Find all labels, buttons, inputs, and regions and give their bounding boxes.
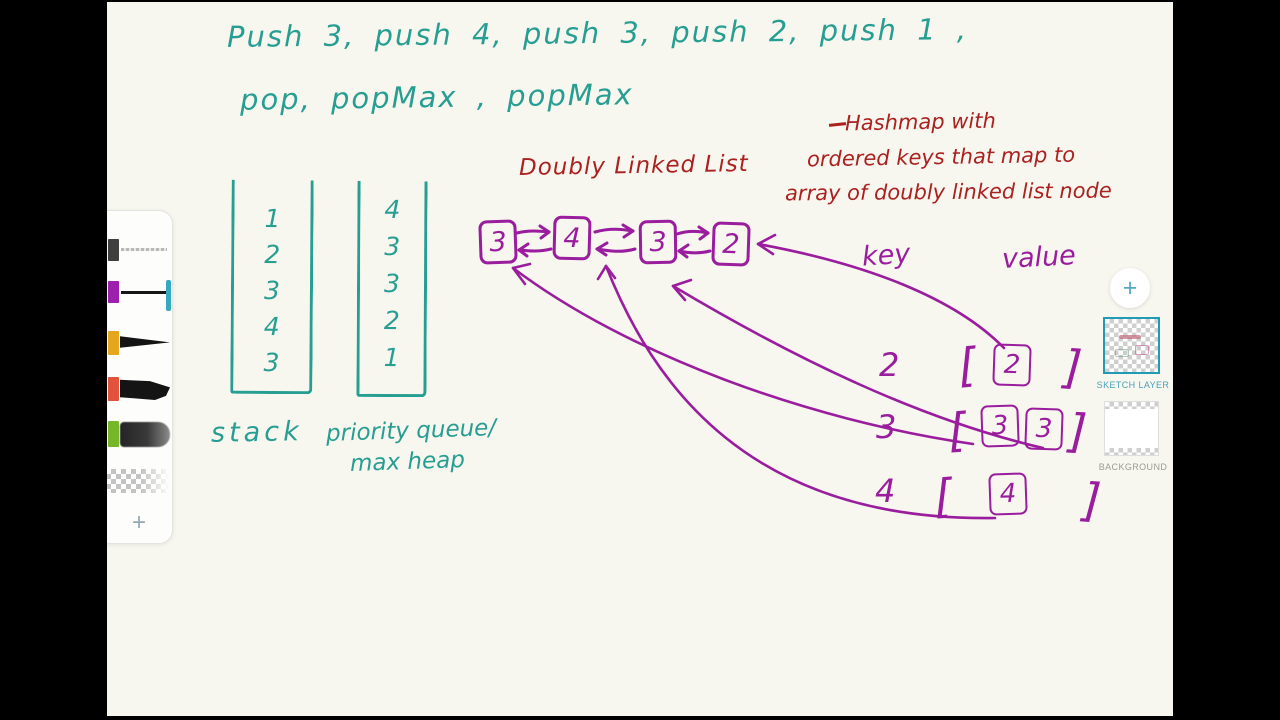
hashmap-value-label: value bbox=[1001, 240, 1077, 275]
eraser-stroke-preview bbox=[107, 469, 170, 493]
pq-value: 3 bbox=[383, 268, 401, 299]
double-arrow-icon bbox=[515, 224, 553, 258]
close-bracket: ] bbox=[1067, 403, 1089, 459]
open-bracket: [ bbox=[946, 402, 968, 458]
hashmap-note-2: ordered keys that map to bbox=[806, 142, 1076, 172]
dll-node: 2 bbox=[711, 221, 751, 267]
pen-color-chip bbox=[108, 331, 119, 355]
dll-node: 3 bbox=[478, 219, 518, 265]
dll-title: Doubly Linked List bbox=[518, 150, 749, 182]
fineliner-stroke-preview bbox=[121, 291, 168, 294]
dll-node: 4 bbox=[552, 215, 592, 261]
selected-tool-indicator bbox=[166, 280, 171, 311]
double-arrow-icon bbox=[675, 225, 712, 259]
open-bracket: [ bbox=[955, 337, 979, 393]
thumb-checker-strip bbox=[1105, 448, 1158, 455]
drawing-canvas[interactable]: Push 3, push 4, push 3, push 2, push 1 ,… bbox=[107, 2, 1173, 716]
priority-queue-drawing: 4 3 3 2 1 bbox=[356, 180, 428, 398]
pq-value: 4 bbox=[384, 194, 401, 225]
tool-palette: + bbox=[107, 210, 173, 544]
stack-drawing: 1 2 3 4 3 bbox=[230, 179, 314, 395]
hashmap-value-box: 3 bbox=[980, 404, 1020, 448]
add-layer-button[interactable]: + bbox=[1110, 268, 1150, 308]
close-bracket: ] bbox=[1062, 339, 1084, 395]
fineliner-color-chip bbox=[108, 281, 119, 303]
pq-value: 1 bbox=[383, 342, 400, 373]
hashmap-key-label: key bbox=[860, 238, 912, 273]
priority-queue-label-2: max heap bbox=[349, 447, 466, 477]
pencil-stroke-preview bbox=[121, 248, 167, 251]
layer-thumbnail-background[interactable] bbox=[1104, 401, 1159, 456]
pq-value: 2 bbox=[383, 305, 400, 336]
thumb-sketch-mark bbox=[1115, 349, 1129, 357]
double-arrow-icon bbox=[593, 223, 637, 257]
thumb-sketch-mark bbox=[1119, 335, 1141, 339]
hashmap-key: 3 bbox=[876, 408, 897, 446]
marker-stroke-preview bbox=[120, 379, 170, 400]
pq-value: 3 bbox=[384, 231, 401, 262]
close-bracket: ] bbox=[1081, 472, 1103, 528]
stack-value: 3 bbox=[263, 275, 281, 306]
note-push-sequence: Push 3, push 4, push 3, push 2, push 1 , bbox=[226, 12, 969, 54]
stack-label: stack bbox=[210, 416, 303, 449]
marker-color-chip bbox=[108, 377, 119, 401]
note-pop-sequence: pop, popMax , popMax bbox=[239, 77, 634, 117]
brush-stroke-preview bbox=[120, 422, 170, 447]
open-bracket: [ bbox=[932, 468, 954, 524]
stack-value: 1 bbox=[264, 203, 281, 234]
thumb-checker-strip bbox=[1105, 402, 1158, 409]
layer-thumbnail-sketch[interactable] bbox=[1103, 317, 1160, 374]
stack-value: 2 bbox=[264, 239, 281, 270]
thumb-sketch-mark bbox=[1135, 345, 1149, 355]
hashmap-note-1: Hashmap with bbox=[844, 108, 996, 136]
brush-color-chip bbox=[108, 421, 119, 447]
dash-mark bbox=[828, 122, 847, 127]
dll-node: 3 bbox=[638, 219, 678, 265]
hashmap-note-3: array of doubly linked list node bbox=[784, 178, 1112, 206]
hashmap-value-box: 3 bbox=[1024, 407, 1064, 451]
hashmap-value-box: 4 bbox=[988, 472, 1028, 516]
plus-icon: + bbox=[1122, 273, 1138, 302]
stack-value: 4 bbox=[263, 311, 280, 342]
pen-stroke-preview bbox=[120, 336, 170, 348]
layer-label-sketch: SKETCH LAYER bbox=[1096, 380, 1170, 390]
pencil-color-chip bbox=[108, 239, 119, 261]
priority-queue-label-1: priority queue/ bbox=[325, 415, 497, 447]
hashmap-key: 2 bbox=[879, 346, 900, 384]
layer-label-background: BACKGROUND bbox=[1098, 462, 1168, 472]
hashmap-value-box: 2 bbox=[992, 343, 1032, 387]
stack-value: 3 bbox=[263, 347, 280, 378]
add-tool-button[interactable]: + bbox=[132, 509, 147, 536]
hashmap-key: 4 bbox=[875, 472, 896, 510]
